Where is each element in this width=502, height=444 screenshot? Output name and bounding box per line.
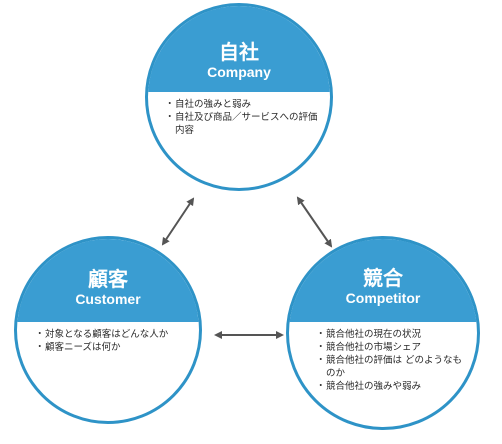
customer-title: 顧客: [88, 267, 128, 291]
customer-header: 顧客 Customer: [17, 239, 199, 322]
list-item: 競合他社の強みや弱み: [316, 380, 469, 393]
company-circle: 自社 Company 自社の強みと弱み 自社及び商品／サービスへの評価内容: [145, 3, 333, 191]
competitor-bullet-list: 競合他社の現在の状況 競合他社の市場シェア 競合他社の評価は どのようなものか …: [316, 328, 469, 393]
list-item: 競合他社の評価は どのようなものか: [316, 354, 469, 380]
company-competitor-arrow: [296, 196, 333, 248]
company-header: 自社 Company: [148, 6, 330, 92]
competitor-title: 競合: [363, 266, 403, 290]
customer-subtitle: Customer: [75, 291, 141, 307]
company-customer-arrow: [161, 197, 195, 246]
list-item: 対象となる顧客はどんな人か: [35, 328, 198, 341]
list-item: 自社の強みと弱み: [165, 98, 318, 111]
company-subtitle: Company: [207, 64, 271, 80]
company-title: 自社: [219, 40, 259, 64]
customer-circle: 顧客 Customer 対象となる顧客はどんな人か 顧客ニーズは何か: [14, 236, 202, 424]
list-item: 競合他社の市場シェア: [316, 341, 469, 354]
customer-bullet-list: 対象となる顧客はどんな人か 顧客ニーズは何か: [35, 328, 198, 354]
competitor-circle: 競合 Competitor 競合他社の現在の状況 競合他社の市場シェア 競合他社…: [286, 236, 480, 430]
company-bullet-list: 自社の強みと弱み 自社及び商品／サービスへの評価内容: [165, 98, 318, 137]
list-item: 自社及び商品／サービスへの評価内容: [165, 111, 318, 137]
competitor-subtitle: Competitor: [345, 290, 421, 306]
competitor-header: 競合 Competitor: [289, 239, 477, 322]
list-item: 顧客ニーズは何か: [35, 341, 198, 354]
list-item: 競合他社の現在の状況: [316, 328, 469, 341]
